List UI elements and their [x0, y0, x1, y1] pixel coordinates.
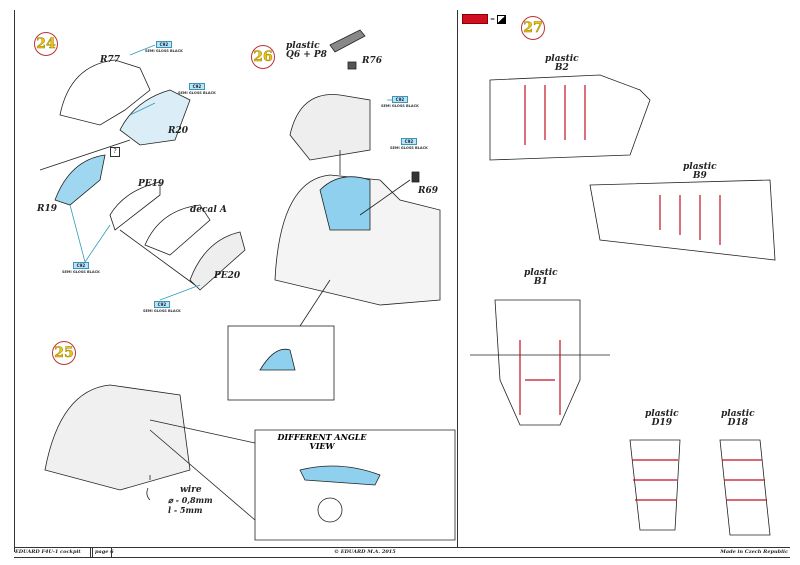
step-25-badge: 25 — [52, 341, 76, 365]
black-white-icon — [497, 14, 507, 24]
question-box: ? — [110, 147, 120, 157]
step25-drawing — [44, 384, 456, 541]
part-r69-label: R69 — [418, 186, 439, 196]
red-swatch — [462, 14, 488, 24]
color-legend: = — [462, 14, 507, 24]
part-r77-label: R77 — [100, 55, 121, 65]
step26-drawing — [227, 29, 441, 401]
plastic-label: plastic — [286, 41, 320, 51]
step-24-badge: 24 — [34, 32, 58, 56]
footer-page: page 6 — [95, 549, 114, 555]
part-r19-label: R19 — [37, 204, 58, 214]
column-divider — [457, 10, 458, 547]
wire-diameter: ⌀ - 0,8mm — [168, 495, 213, 505]
step27-drawing — [470, 74, 776, 536]
part-r76-label: R76 — [362, 56, 383, 66]
step24-drawing — [39, 44, 246, 301]
footer-copyright: © EDUARD M.A. 2015 — [334, 549, 396, 555]
legend-equals: = — [490, 15, 496, 23]
plastic-parts-label: Q6 + P8 — [286, 50, 327, 60]
wire-label: wire — [180, 485, 202, 495]
part-pe20-label: PE20 — [214, 271, 241, 281]
wire-length: l - 5mm — [168, 505, 203, 515]
footer: EDUARD F4U-1 cockpit page 6 © EDUARD M.A… — [14, 547, 790, 558]
footer-made-in: Made in Czech Republic — [720, 549, 788, 555]
footer-title: EDUARD F4U-1 cockpit — [15, 549, 81, 555]
part-pe19-label: PE19 — [138, 179, 165, 189]
step-26-badge: 26 — [251, 45, 275, 69]
page-frame — [14, 10, 791, 552]
part-r20-label: R20 — [168, 126, 189, 136]
step-27-badge: 27 — [521, 16, 545, 40]
decal-a-label: decal A — [190, 205, 227, 215]
